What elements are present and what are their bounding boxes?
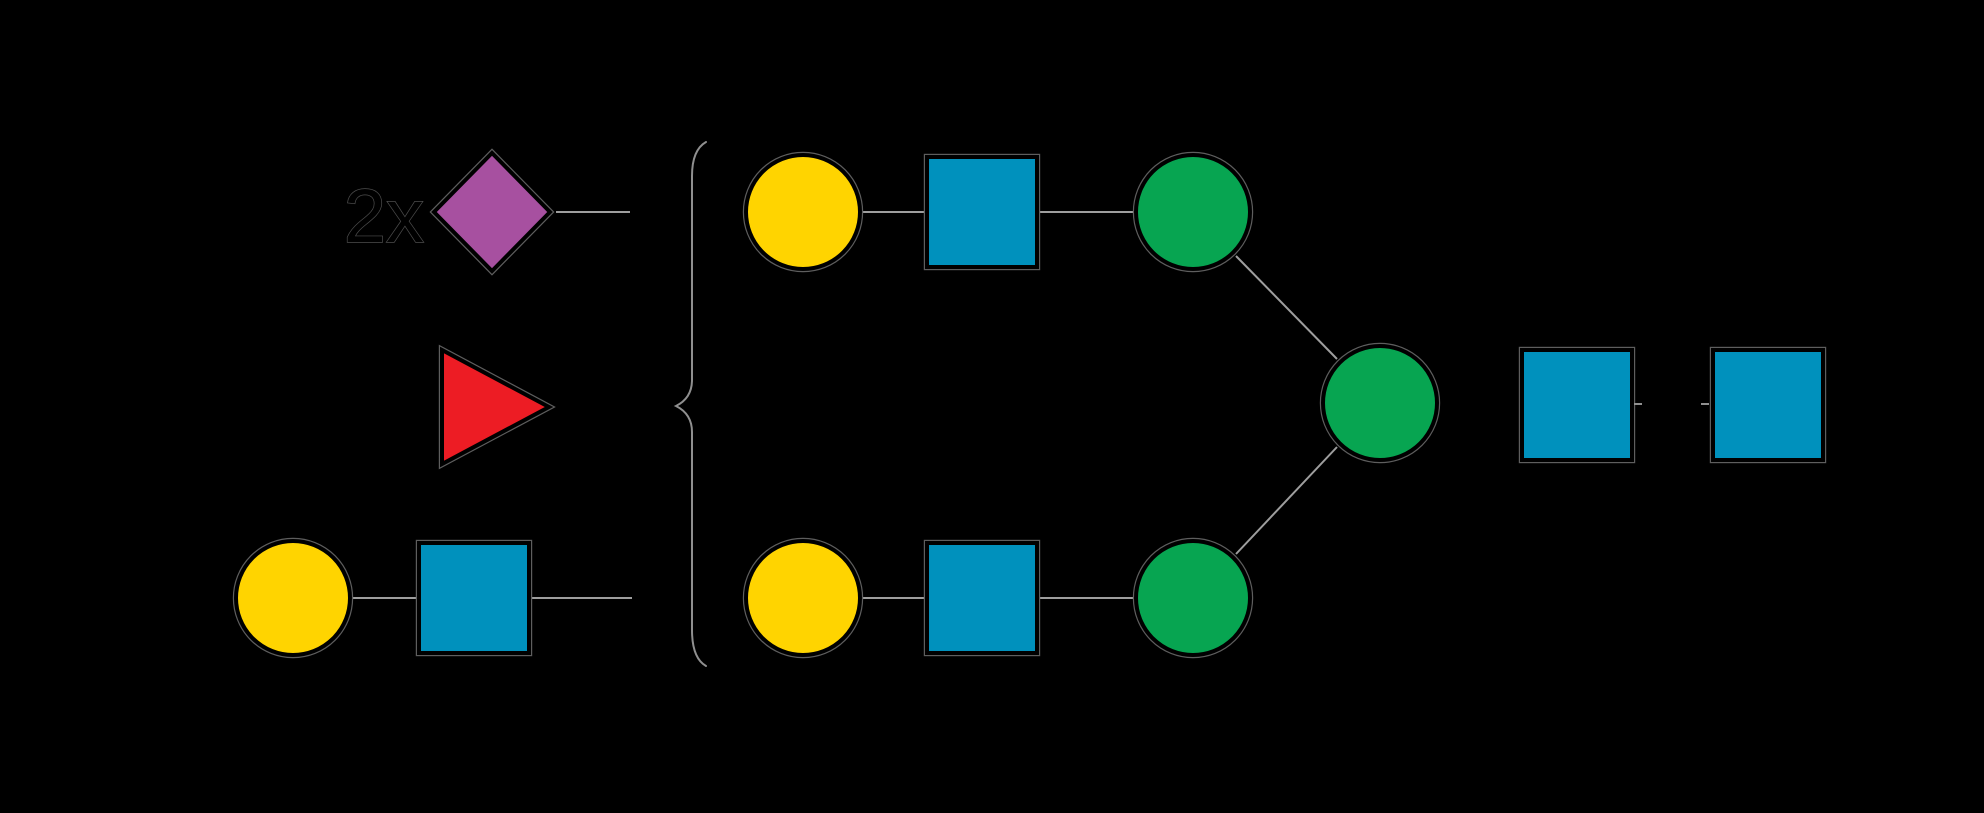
gal-left-circle [232, 537, 354, 659]
gal-bottom-circle [742, 537, 864, 659]
glcnac-core1-square [1709, 346, 1827, 464]
man-core-circle [1319, 342, 1441, 464]
fucose-triangle [438, 344, 556, 470]
glcnac-left-square-symbol [417, 541, 531, 655]
gal-top-circle-symbol [744, 153, 862, 271]
nodes-layer [232, 148, 1827, 659]
glcnac-core2-square-symbol [1520, 348, 1634, 462]
man-top-circle [1132, 151, 1254, 273]
brace-layer [673, 141, 707, 667]
glcnac-core2-square [1518, 346, 1636, 464]
man-bottom-to-man-core-bond [1235, 446, 1338, 555]
ambiguity-brace [673, 141, 707, 667]
glcnac-left-square [415, 539, 533, 657]
glcnac-top-square-symbol [925, 155, 1039, 269]
gal-left-circle-symbol [234, 539, 352, 657]
man-top-to-man-core-bond [1235, 255, 1338, 360]
glcnac-bottom-square [923, 539, 1041, 657]
gal-top-circle [742, 151, 864, 273]
man-top-circle-symbol [1134, 153, 1252, 271]
glcnac-core1-square-symbol [1711, 348, 1825, 462]
glcnac-top-square [923, 153, 1041, 271]
man-core-circle-symbol [1321, 344, 1439, 462]
bonds-layer [352, 211, 1709, 599]
neu5ac-diamond [429, 148, 555, 276]
neu5ac-diamond-symbol [431, 150, 553, 274]
fucose-triangle-symbol [440, 346, 554, 468]
gal-bottom-circle-symbol [744, 539, 862, 657]
man-bottom-circle-symbol [1134, 539, 1252, 657]
man-bottom-circle [1132, 537, 1254, 659]
multiplier-label: 2x [344, 174, 424, 259]
glcnac-bottom-square-symbol [925, 541, 1039, 655]
